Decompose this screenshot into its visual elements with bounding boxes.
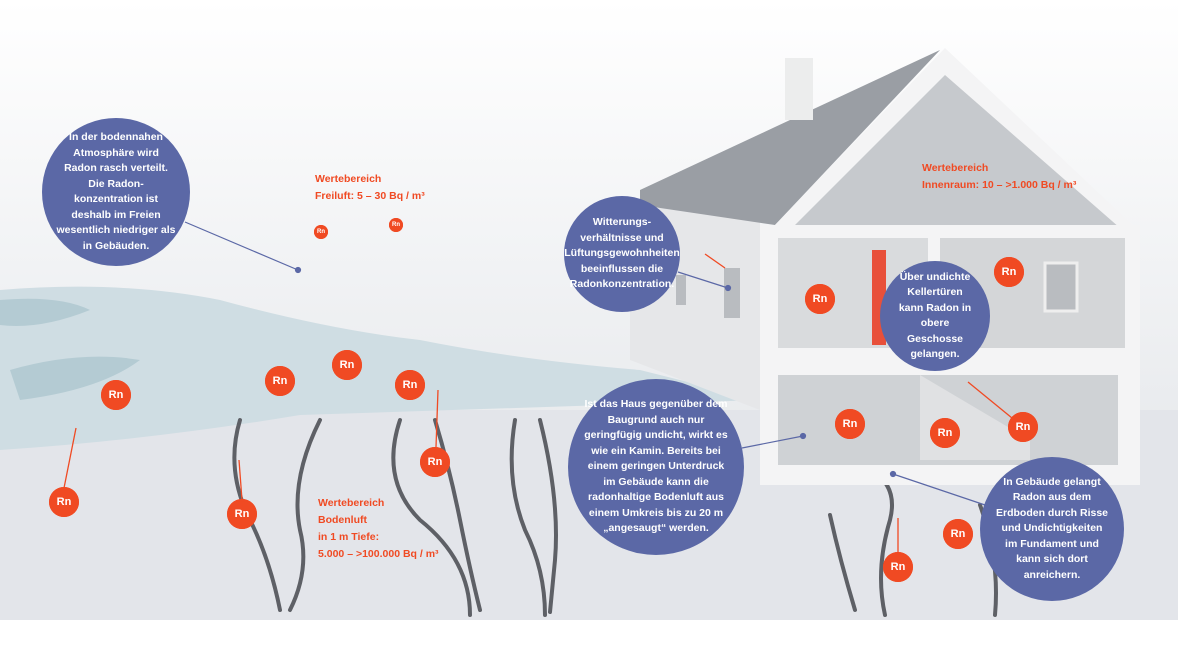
radon-badge: Rn	[835, 409, 865, 439]
info-bubble-weather: Witterungs­verhältnisse und Lüftungsgewo…	[564, 196, 680, 312]
radon-badge: Rn	[227, 499, 257, 529]
info-bubble-cellar-doors: Über undichte Kellertüren kann Radon in …	[880, 261, 990, 371]
range-value: Freiluft: 5 – 30 Bq / m³	[315, 190, 425, 202]
radon-badge: Rn	[994, 257, 1024, 287]
radon-badge: Rn	[101, 380, 131, 410]
info-bubble-foundation: In Gebäude gelangt Radon aus dem Erdbode…	[980, 457, 1124, 601]
range-value: Innenraum: 10 – >1.000 Bq / m³	[922, 179, 1077, 191]
radon-badge: Rn	[883, 552, 913, 582]
bottom-strip	[0, 620, 1178, 663]
radon-badge: Rn	[265, 366, 295, 396]
range-depth: in 1 m Tiefe:	[318, 531, 380, 543]
range-title: Wertebereich	[315, 173, 382, 185]
radon-badge: Rn	[930, 418, 960, 448]
info-bubble-atmosphere: In der bodennahen Atmosphäre wird Radon …	[42, 118, 190, 266]
range-medium: Bodenluft	[318, 514, 367, 526]
radon-badge: Rn	[314, 225, 328, 239]
radon-badge: Rn	[49, 487, 79, 517]
radon-badge: Rn	[389, 218, 403, 232]
info-bubble-chimney: Ist das Haus gegenüber dem Baugrund auch…	[568, 379, 744, 555]
radon-badge: Rn	[332, 350, 362, 380]
connector-lines	[184, 221, 986, 506]
range-value: 5.000 – >100.000 Bq / m³	[318, 548, 439, 560]
radon-badge: Rn	[420, 447, 450, 477]
radon-badge: Rn	[805, 284, 835, 314]
radon-badge: Rn	[1008, 412, 1038, 442]
radon-badge: Rn	[943, 519, 973, 549]
range-title: Wertebereich	[922, 162, 989, 174]
radon-badge: Rn	[395, 370, 425, 400]
water	[0, 286, 760, 450]
radon-arrows	[63, 253, 1013, 552]
range-title: Wertebereich	[318, 497, 385, 509]
